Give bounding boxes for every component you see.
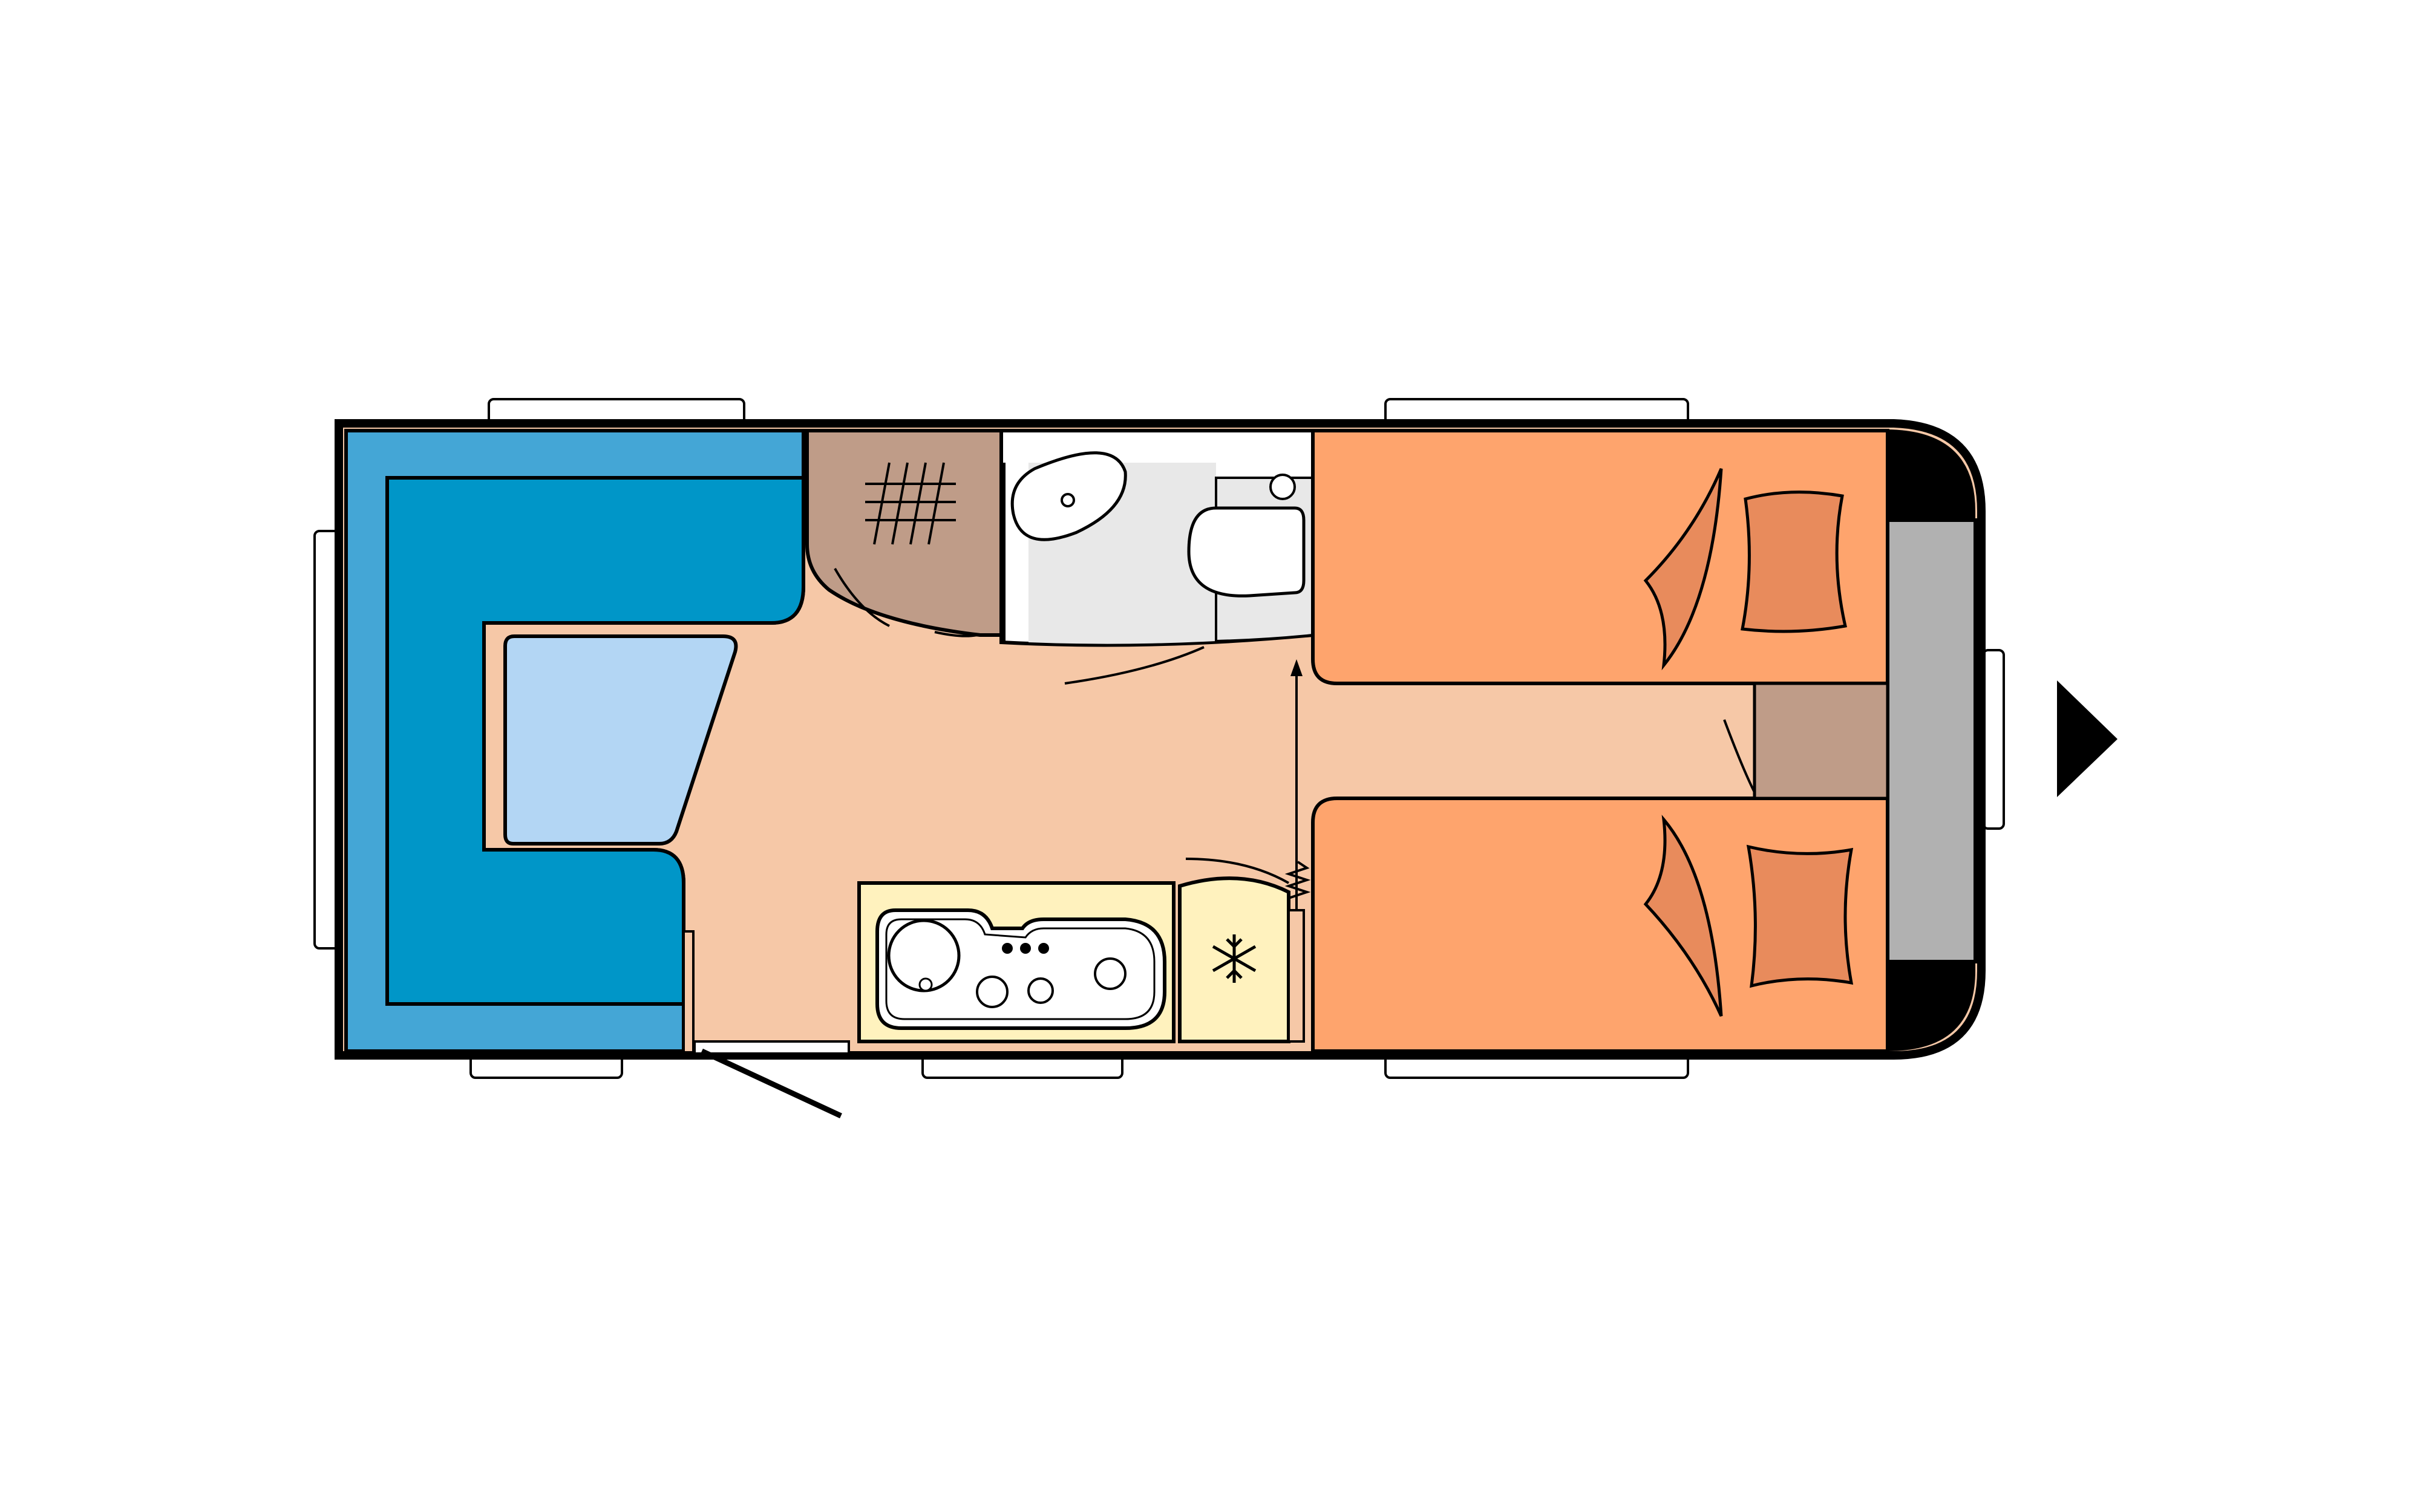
bed-lower-cover-fold — [1643, 815, 1723, 1017]
fridge-door-swing — [1185, 858, 1289, 884]
bed-lower — [1311, 797, 1889, 1053]
rear-seating-cushion — [385, 476, 805, 1006]
washbasin-drain — [1061, 493, 1075, 507]
toilet-flush-button — [1269, 474, 1296, 500]
entrance-door-leaf — [701, 1048, 842, 1119]
front-nose-top — [1888, 429, 1975, 520]
hob-burner-icon-2 — [1027, 977, 1054, 1004]
hob-knob-2 — [1020, 943, 1031, 954]
hanger-rail-icon — [865, 462, 956, 545]
kitchen-end-panel — [1287, 909, 1305, 1043]
hob-knob-3 — [1038, 943, 1049, 954]
pillow-upper — [1741, 490, 1848, 633]
bed-upper-cover-fold — [1643, 468, 1723, 671]
seating-end-panel — [682, 930, 695, 1054]
entrance-door-opening — [693, 1040, 850, 1055]
wardrobe — [805, 429, 1003, 637]
dinette-table — [503, 634, 738, 846]
front-nose-bottom — [1888, 962, 1975, 1051]
toilet — [1187, 506, 1306, 598]
bedside-cabinet-door — [1723, 719, 1756, 793]
wardrobe-door-leaf — [934, 631, 978, 637]
pillow-lower — [1746, 844, 1854, 988]
hob-knob-1 — [1002, 943, 1013, 954]
snowflake-icon — [1212, 934, 1257, 983]
washroom-door-swing — [1064, 646, 1205, 685]
sink-drain — [918, 977, 933, 992]
sliding-door-spring — [1284, 861, 1311, 899]
hob-burner-icon-3 — [1094, 957, 1127, 990]
bedside-cabinet — [1753, 682, 1889, 800]
room-divider-arrow — [1290, 659, 1303, 676]
front-hitch-plate — [1982, 649, 2005, 830]
wardrobe-door-swing — [834, 568, 890, 627]
front-storage-locker — [1886, 518, 1977, 963]
hob-burner-icon — [976, 976, 1009, 1008]
direction-arrow-icon — [2057, 680, 2118, 797]
